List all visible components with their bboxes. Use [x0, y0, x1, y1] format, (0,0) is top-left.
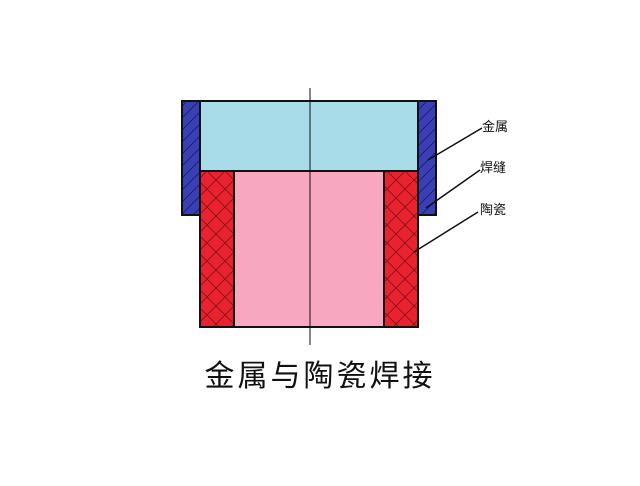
label-weld: 焊缝 [480, 160, 506, 176]
weld-seam-left [181, 100, 201, 216]
ceramic-wall-left [199, 170, 235, 328]
leader-line-metal [427, 127, 483, 161]
weld-seam-right [417, 100, 437, 216]
leader-line-weld [425, 169, 481, 209]
leader-line-ceramic [413, 211, 479, 253]
diagram-caption: 金属与陶瓷焊接 [205, 359, 436, 394]
label-ceramic: 陶瓷 [480, 202, 506, 218]
metal-body [199, 100, 419, 172]
label-metal: 金属 [482, 119, 508, 135]
ceramic-wall-right [383, 170, 419, 328]
inner-cavity [233, 170, 385, 328]
